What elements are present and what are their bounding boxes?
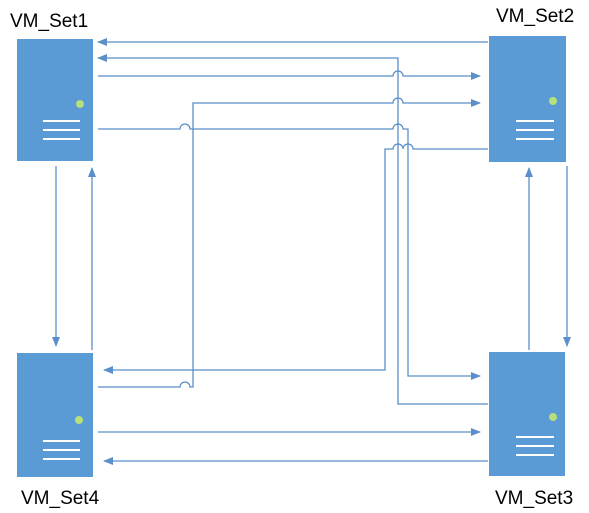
connector-vm1-to-vm3 — [98, 123, 481, 380]
connector-vm1-to-vm2 — [98, 70, 481, 80]
server-vm-set1[interactable] — [17, 39, 93, 161]
server-label-vm-set4: VM_Set4 — [21, 488, 100, 509]
server-label-vm-set1: VM_Set1 — [10, 11, 89, 32]
server-vm-set3[interactable] — [489, 352, 565, 476]
status-led-icon — [75, 416, 83, 424]
connector-vm3-to-vm1 — [97, 54, 488, 405]
status-led-icon — [76, 100, 84, 108]
vent-lines-icon — [516, 120, 554, 140]
server-vm-set4[interactable] — [17, 353, 93, 477]
connector-vm4-to-vm2 — [98, 97, 481, 388]
server-icon — [17, 39, 93, 161]
status-led-icon — [549, 97, 557, 105]
server-vm-set2[interactable] — [489, 36, 566, 162]
server-icon — [17, 353, 93, 477]
server-label-vm-set3: VM_Set3 — [495, 488, 574, 509]
connector-vm2-to-vm4 — [103, 143, 488, 374]
status-led-icon — [549, 413, 557, 421]
vent-lines-icon — [43, 120, 80, 140]
vent-lines-icon — [43, 440, 80, 460]
vent-lines-icon — [516, 436, 554, 456]
server-label-vm-set2: VM_Set2 — [496, 6, 575, 27]
